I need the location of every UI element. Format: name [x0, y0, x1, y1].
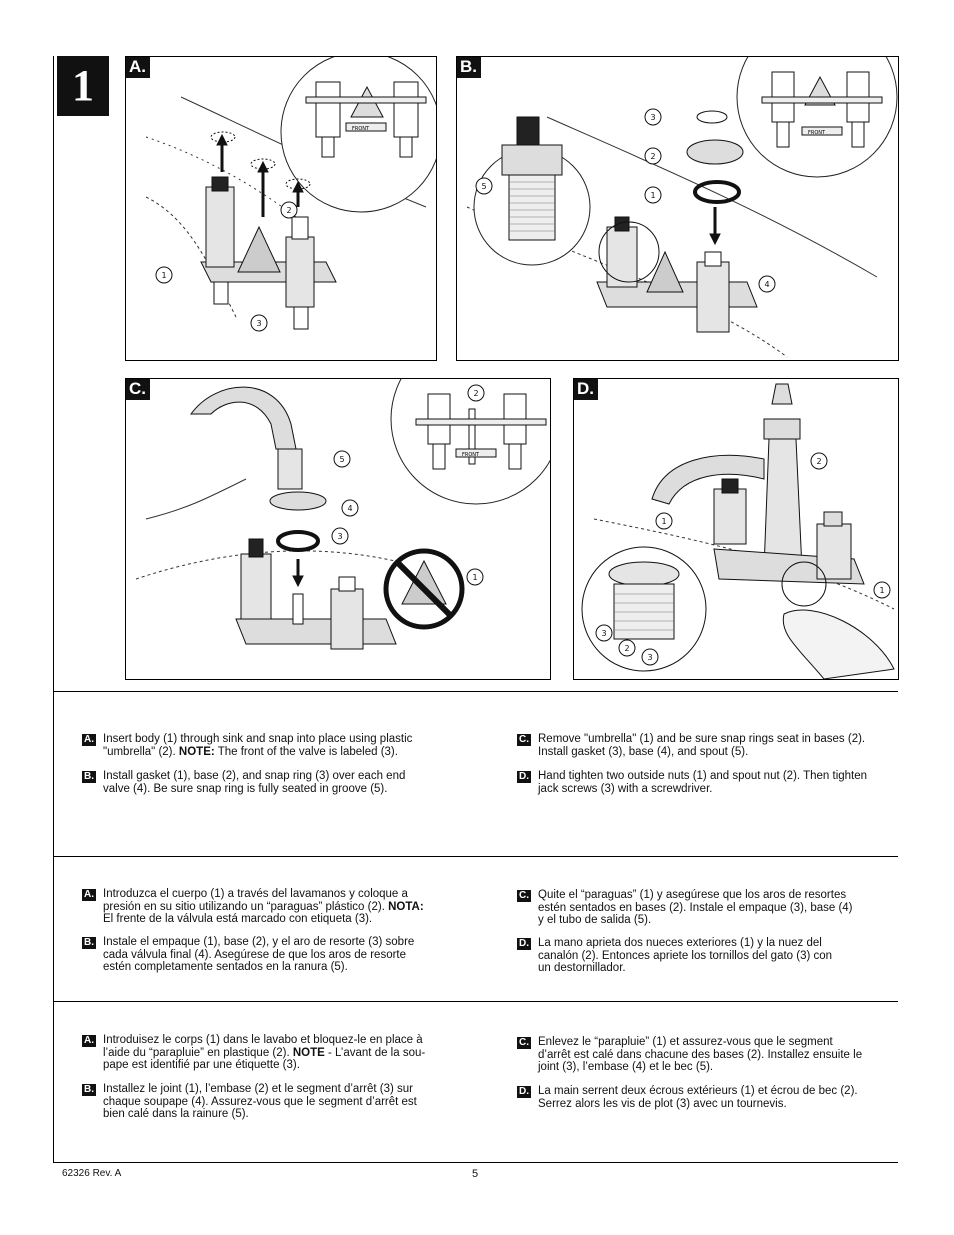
- panel-d-callout-3: 3: [601, 629, 606, 638]
- section-divider-2: [53, 856, 898, 857]
- step-text: Introduzca el cuerpo (1) a través del la…: [103, 888, 424, 925]
- panel-b-illustration: FRONT: [466, 57, 898, 358]
- panel-b-callout-4: 4: [764, 280, 769, 289]
- panel-b-callout-2: 2: [650, 152, 655, 161]
- section-divider-1: [53, 691, 898, 692]
- step-text: Install gasket (1), base (2), and snap r…: [103, 770, 406, 795]
- section-divider-3: [53, 1001, 898, 1002]
- step-tag: C.: [517, 890, 531, 902]
- panel-b-callout-3: 3: [650, 113, 655, 122]
- step-text: Enlevez le “parapluie” (1) et assurez-vo…: [538, 1036, 863, 1073]
- panel-c-front-label: FRONT: [462, 452, 480, 458]
- panel-a-illustration: FRONT 1: [145, 57, 436, 332]
- panel-c-callout-4: 4: [347, 504, 352, 513]
- step-text: Installez le joint (1), l’embase (2) et …: [103, 1083, 417, 1120]
- panel-d-callout-1b: 1: [879, 586, 884, 595]
- panel-c: FRONT 2 5 4 3 1: [125, 378, 551, 680]
- step-tag: B.: [82, 771, 96, 783]
- left-rule: [53, 56, 54, 1163]
- step-number: 1: [57, 56, 109, 116]
- panel-d: 2 1 1 3 2 3 D.: [573, 378, 899, 680]
- page-number: 5: [472, 1168, 479, 1180]
- step-tag: D.: [517, 1086, 531, 1098]
- step-tag: D.: [517, 938, 531, 950]
- panel-b: FRONT: [456, 56, 899, 361]
- step-text: La main serrent deux écrous extérieurs (…: [538, 1085, 858, 1110]
- panel-a-front-label: FRONT: [352, 126, 370, 132]
- step-tag: B.: [82, 1084, 96, 1096]
- doc-number: 62326 Rev. A: [62, 1168, 122, 1179]
- panel-c-label: C.: [126, 379, 150, 400]
- step-tag: C.: [517, 1037, 531, 1049]
- section-divider-4: [53, 1162, 898, 1163]
- step-text: Insert body (1) through sink and snap in…: [103, 733, 413, 758]
- step-text: Introduisez le corps (1) dans le lavabo …: [103, 1034, 426, 1071]
- panel-c-illustration: FRONT 2 5 4 3 1: [135, 379, 550, 650]
- panel-a-callout-3: 3: [256, 319, 261, 328]
- step-text: Hand tighten two outside nuts (1) and sp…: [538, 770, 868, 795]
- step-tag: B.: [82, 937, 96, 949]
- step-text: Instale el empaque (1), base (2), y el a…: [103, 936, 415, 973]
- step-text: Remove "umbrella" (1) and be sure snap r…: [538, 733, 866, 758]
- panel-c-callout-2: 2: [473, 389, 478, 398]
- panel-a-label: A.: [126, 57, 150, 78]
- panel-d-callout-3b: 3: [647, 653, 652, 662]
- panel-b-callout-1: 1: [650, 191, 655, 200]
- panel-b-callout-5: 5: [481, 182, 486, 191]
- panel-d-callout-1: 1: [661, 517, 666, 526]
- panel-a-callout-2: 2: [286, 206, 291, 215]
- step-text: La mano aprieta dos nueces exteriores (1…: [538, 937, 833, 974]
- step-tag: A.: [82, 889, 96, 901]
- panel-d-callout-2: 2: [816, 457, 821, 466]
- panel-a: FRONT 1: [125, 56, 437, 361]
- panel-c-callout-3: 3: [337, 532, 342, 541]
- step-tag: A.: [82, 734, 96, 746]
- panel-c-callout-1: 1: [472, 573, 477, 582]
- panel-d-illustration: 2 1 1 3 2 3: [581, 383, 895, 679]
- panel-b-front-label: FRONT: [808, 130, 826, 136]
- panel-d-label: D.: [574, 379, 598, 400]
- panel-c-callout-5: 5: [339, 455, 344, 464]
- panel-a-callout-1: 1: [161, 271, 166, 280]
- panel-b-label: B.: [457, 57, 481, 78]
- step-text: Quite el “paraguas” (1) y asegúrese que …: [538, 889, 853, 926]
- step-tag: D.: [517, 771, 531, 783]
- step-tag: C.: [517, 734, 531, 746]
- step-tag: A.: [82, 1035, 96, 1047]
- panel-d-callout-2b: 2: [624, 644, 629, 653]
